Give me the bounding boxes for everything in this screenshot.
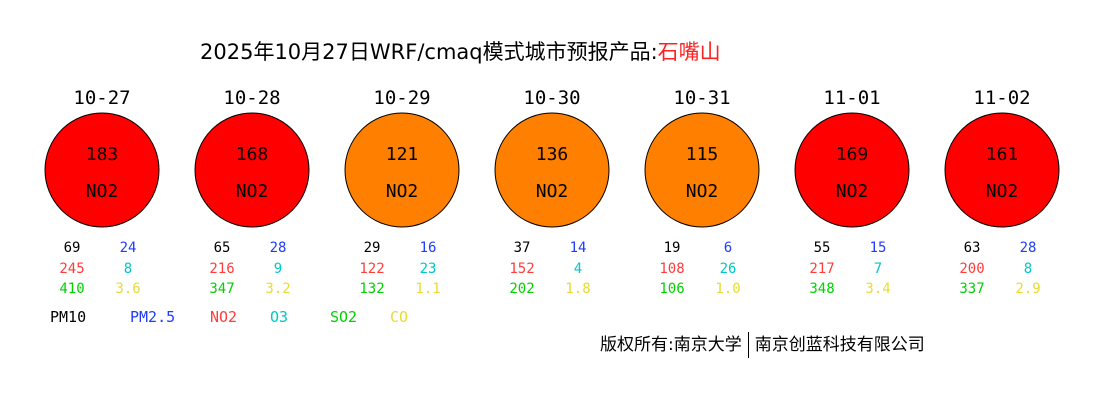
value-pm25: 14 (570, 240, 587, 256)
aqi-circle (44, 112, 160, 228)
value-so2: 132 (359, 281, 384, 297)
aqi-value: 169 (836, 144, 869, 165)
value-pm10: 55 (814, 240, 831, 256)
copyright-left: 版权所有:南京大学 (600, 335, 742, 355)
value-o3: 7 (874, 261, 882, 277)
value-pm25: 28 (270, 240, 287, 256)
value-pm25: 15 (870, 240, 887, 256)
legend-pm10: PM10 (50, 308, 86, 326)
primary-pollutant: NO2 (686, 181, 719, 202)
value-so2: 410 (59, 281, 84, 297)
primary-pollutant: NO2 (236, 181, 269, 202)
value-pm10: 37 (514, 240, 531, 256)
aqi-circle (644, 112, 760, 228)
value-no2: 245 (59, 261, 84, 277)
value-pm10: 69 (64, 240, 81, 256)
value-pm10: 63 (964, 240, 981, 256)
value-o3: 8 (124, 261, 132, 277)
value-no2: 217 (809, 261, 834, 277)
value-pm25: 6 (724, 240, 732, 256)
value-o3: 26 (720, 261, 737, 277)
primary-pollutant: NO2 (536, 181, 569, 202)
date-label: 10-30 (523, 87, 580, 109)
aqi-value: 121 (386, 144, 419, 165)
date-label: 10-27 (73, 87, 130, 109)
site-name: 石嘴山 (657, 40, 721, 64)
value-co: 2.9 (1015, 281, 1040, 297)
primary-pollutant: NO2 (86, 181, 119, 202)
value-so2: 337 (959, 281, 984, 297)
aqi-circle (344, 112, 460, 228)
aqi-value: 183 (86, 144, 119, 165)
copyright: 版权所有:南京大学南京创蓝科技有限公司 (600, 330, 925, 358)
value-o3: 4 (574, 261, 582, 277)
legend-pm25: PM2.5 (130, 308, 175, 326)
aqi-circle (494, 112, 610, 228)
value-pm25: 16 (420, 240, 437, 256)
value-pm10: 19 (664, 240, 681, 256)
primary-pollutant: NO2 (986, 181, 1019, 202)
value-pm10: 65 (214, 240, 231, 256)
value-co: 3.4 (865, 281, 890, 297)
primary-pollutant: NO2 (836, 181, 869, 202)
date-label: 10-31 (673, 87, 730, 109)
date-label: 10-29 (373, 87, 430, 109)
legend-no2: NO2 (210, 308, 237, 326)
divider (747, 332, 749, 358)
legend-o3: O3 (270, 308, 288, 326)
value-co: 3.2 (265, 281, 290, 297)
copyright-right: 南京创蓝科技有限公司 (754, 335, 925, 355)
aqi-circle (944, 112, 1060, 228)
value-so2: 348 (809, 281, 834, 297)
value-o3: 9 (274, 261, 282, 277)
value-co: 1.1 (415, 281, 440, 297)
value-co: 3.6 (115, 281, 140, 297)
value-so2: 106 (659, 281, 684, 297)
value-pm10: 29 (364, 240, 381, 256)
primary-pollutant: NO2 (386, 181, 419, 202)
value-so2: 347 (209, 281, 234, 297)
aqi-circle (794, 112, 910, 228)
date-label: 11-01 (823, 87, 880, 109)
value-no2: 108 (659, 261, 684, 277)
aqi-value: 136 (536, 144, 569, 165)
value-o3: 23 (420, 261, 437, 277)
legend-co: CO (390, 308, 408, 326)
value-o3: 8 (1024, 261, 1032, 277)
value-co: 1.0 (715, 281, 740, 297)
aqi-value: 161 (986, 144, 1019, 165)
value-no2: 152 (509, 261, 534, 277)
title-text: 2025年10月27日WRF/cmaq模式城市预报产品: (200, 40, 658, 64)
date-label: 10-28 (223, 87, 280, 109)
aqi-circle (194, 112, 310, 228)
value-pm25: 28 (1020, 240, 1037, 256)
value-no2: 122 (359, 261, 384, 277)
aqi-value: 168 (236, 144, 269, 165)
legend-so2: SO2 (330, 308, 357, 326)
value-no2: 216 (209, 261, 234, 277)
value-pm25: 24 (120, 240, 137, 256)
value-no2: 200 (959, 261, 984, 277)
value-so2: 202 (509, 281, 534, 297)
value-co: 1.8 (565, 281, 590, 297)
aqi-value: 115 (686, 144, 719, 165)
date-label: 11-02 (973, 87, 1030, 109)
chart-title: 2025年10月27日WRF/cmaq模式城市预报产品:石嘴山 (200, 36, 721, 66)
